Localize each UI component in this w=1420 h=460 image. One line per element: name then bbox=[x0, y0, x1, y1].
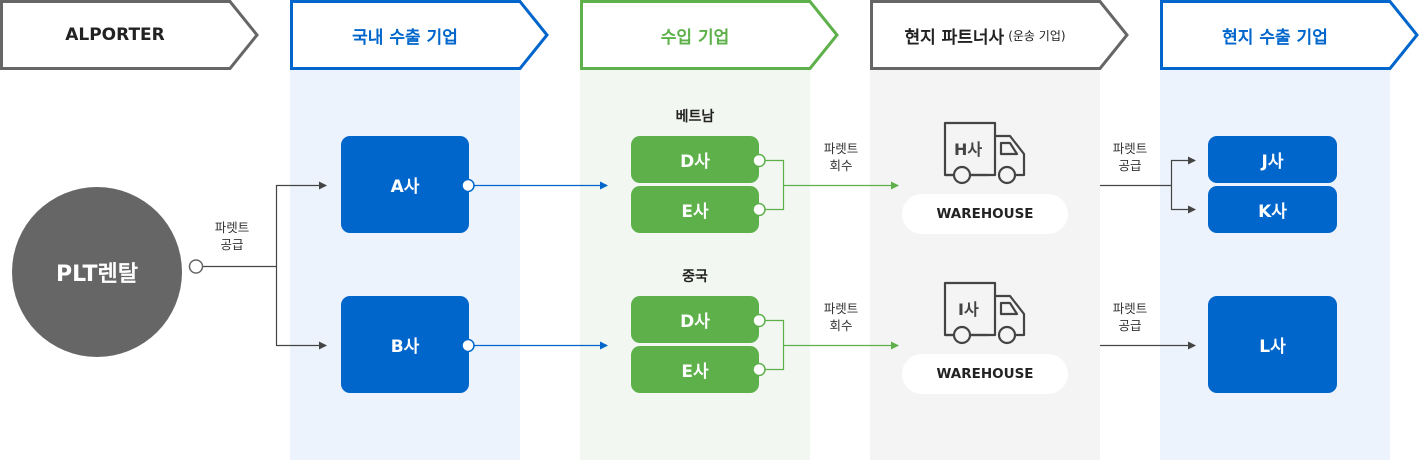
header-alporter: ALPORTER bbox=[0, 0, 262, 70]
chevron-shape bbox=[1160, 0, 1419, 70]
header-importers: 수입 기업 bbox=[580, 0, 842, 70]
truck-icon bbox=[943, 121, 1026, 185]
flow-label-pallet-supply-local-1: 파렛트 공급 bbox=[1112, 141, 1148, 173]
importer-china-e[interactable]: E사 bbox=[631, 346, 759, 393]
header-title: 현지 파트너사 bbox=[904, 27, 1005, 48]
header-title: 국내 수출 기업 bbox=[352, 27, 458, 48]
connector-dot bbox=[752, 153, 766, 168]
domestic-exporters-column bbox=[290, 70, 520, 460]
header-domestic-exporters: 국내 수출 기업 bbox=[290, 0, 552, 70]
header-title: 수입 기업 bbox=[660, 27, 730, 48]
flow-label-pallet-supply-local-2: 파렛트 공급 bbox=[1112, 301, 1148, 333]
connector-dot bbox=[752, 202, 766, 217]
truck-icon bbox=[943, 281, 1026, 345]
warehouse-i[interactable]: WAREHOUSE bbox=[902, 354, 1068, 394]
connector-dot bbox=[461, 338, 475, 353]
local-partners-column bbox=[870, 70, 1100, 460]
connector-china-to-i bbox=[764, 319, 899, 371]
flow-label-pallet-supply: 파렛트 공급 bbox=[214, 220, 250, 252]
header-local-exporters: 현지 수출 기업 bbox=[1160, 0, 1420, 70]
domestic-company-a[interactable]: A사 bbox=[341, 136, 469, 233]
flow-label-pallet-return-vietnam: 파렛트 회수 bbox=[823, 141, 859, 173]
header-title: 현지 수출 기업 bbox=[1222, 27, 1328, 48]
chevron-shape bbox=[870, 0, 1129, 70]
importer-china-d[interactable]: D사 bbox=[631, 296, 759, 343]
importer-vietnam-e[interactable]: E사 bbox=[631, 186, 759, 233]
local-exporter-j[interactable]: J사 bbox=[1208, 136, 1337, 183]
connector-dot bbox=[188, 259, 204, 274]
country-label-china: 중국 bbox=[682, 269, 708, 285]
domestic-company-b[interactable]: B사 bbox=[341, 296, 469, 393]
plt-rental-label: PLT렌탈 bbox=[56, 262, 138, 287]
importer-vietnam-d[interactable]: D사 bbox=[631, 136, 759, 183]
connector-dot bbox=[752, 362, 766, 377]
importers-column bbox=[580, 70, 810, 460]
partner-h-label: H사 bbox=[954, 140, 983, 159]
chevron-shape bbox=[0, 0, 259, 70]
header-title: ALPORTER bbox=[65, 25, 165, 45]
chevron-shape bbox=[290, 0, 549, 70]
partner-i-label: I사 bbox=[958, 300, 979, 319]
connector-dot bbox=[461, 178, 475, 193]
plt-rental-node[interactable]: PLT렌탈 bbox=[12, 187, 182, 357]
local-exporter-k[interactable]: K사 bbox=[1208, 186, 1337, 233]
chevron-shape bbox=[580, 0, 839, 70]
header-local-partners: 현지 파트너사 (운송 기업) bbox=[870, 0, 1132, 70]
warehouse-h[interactable]: WAREHOUSE bbox=[902, 194, 1068, 234]
local-exporter-l[interactable]: L사 bbox=[1208, 296, 1337, 393]
local-exporters-column bbox=[1160, 70, 1390, 460]
connector-dot bbox=[752, 313, 766, 328]
flow-label-pallet-return-china: 파렛트 회수 bbox=[823, 301, 859, 333]
connector-h-to-local bbox=[1100, 156, 1196, 214]
connector-vietnam-to-h bbox=[764, 159, 899, 211]
connector-plt-to-domestic bbox=[196, 181, 327, 350]
header-subtitle: (운송 기업) bbox=[1008, 28, 1066, 43]
country-label-vietnam: 베트남 bbox=[675, 109, 715, 125]
